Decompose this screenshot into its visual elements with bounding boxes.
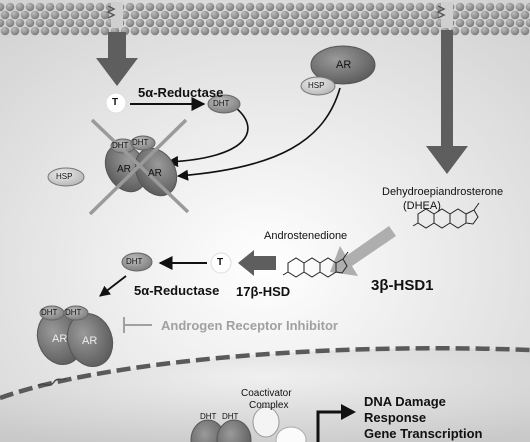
- ar-label-complex-right: AR: [148, 168, 162, 179]
- hsp-molecule-left: [47, 167, 85, 187]
- ar-label-dimer-right: AR: [82, 335, 98, 347]
- dht-molecule-mid: [121, 252, 153, 272]
- t-molecule-top: [105, 92, 127, 114]
- enzyme-label-top: 5α-Reductase: [138, 85, 224, 100]
- dhea-label: Dehydroepiandrosterone: [382, 186, 504, 198]
- dht-label-dimer-left: DHT: [41, 308, 58, 317]
- dht-to-complex-arrow: [166, 107, 249, 168]
- inactive-ar-complex: [88, 118, 190, 216]
- coactivator-label-line1: Coactivator: [241, 388, 292, 399]
- dht-label-nuclear-left: DHT: [200, 412, 217, 421]
- hsp-label-left: HSP: [56, 172, 73, 181]
- ar-molecule-top: [310, 45, 376, 85]
- nuclear-ar-dimer: [190, 419, 252, 442]
- dht-to-dimer-arrow: [99, 275, 127, 297]
- membrane-channel-right: [436, 2, 453, 28]
- inhibitor-label: Androgen Receptor Inhibitor: [161, 318, 338, 333]
- dht-label-blurred: DHT: [112, 141, 129, 150]
- androstenedione-label: Androstenedione: [264, 230, 348, 242]
- membrane-channel-left: [106, 2, 123, 28]
- active-ar-dimer: [36, 305, 114, 367]
- dhea-abbr-label: (DHEA): [403, 200, 441, 212]
- dht-label-dimer-right: DHT: [65, 308, 82, 317]
- hsd17b-label: 17β-HSD: [236, 284, 291, 299]
- testosterone-entry-arrow: [96, 32, 138, 86]
- inhibition-line: [123, 317, 152, 333]
- hsp-label-top: HSP: [308, 81, 325, 90]
- enzyme-label-mid: 5α-Reductase: [134, 283, 220, 298]
- dht-molecule-top: [207, 94, 241, 114]
- transcription-arrowhead: [341, 404, 356, 420]
- dht-label-top: DHT: [213, 99, 230, 108]
- hsd3b1-arrow: [330, 226, 396, 276]
- hsd17-arrow: [238, 250, 276, 276]
- ar-label-top: AR: [336, 59, 352, 71]
- androstenedione-structure-icon: [282, 251, 349, 278]
- coactivator-subunit: [275, 426, 307, 442]
- dht-label-mid: DHT: [126, 257, 143, 266]
- ar-label-complex-left: AR: [117, 164, 131, 175]
- dhea-entry-arrow: [426, 30, 468, 174]
- dhea-structure-icon: [412, 202, 480, 229]
- coactivator-label-line2: Complex: [249, 400, 289, 411]
- t-label-mid: T: [217, 257, 224, 268]
- nuclear-pore-icon: [37, 377, 67, 387]
- response-label-line1: DNA Damage: [364, 394, 446, 409]
- coactivator-complex: [252, 406, 280, 438]
- response-label-line3: Gene Transcription: [364, 426, 483, 441]
- hsd3b1-label: 3β-HSD1: [371, 277, 434, 294]
- ar-release-arrow: [176, 87, 341, 181]
- response-label-line2: Response: [364, 410, 427, 425]
- nuclear-envelope: [0, 346, 530, 401]
- hsp-molecule-top: [300, 76, 336, 96]
- t-label-top: T: [112, 97, 119, 108]
- ar-label-dimer-left: AR: [52, 333, 68, 345]
- nucleus: [0, 348, 530, 442]
- t-molecule-mid: [210, 252, 232, 274]
- transcription-start-arrow: [316, 410, 344, 442]
- dht-label-nuclear-right: DHT: [222, 412, 239, 421]
- dht-label-complex: DHT: [132, 138, 149, 147]
